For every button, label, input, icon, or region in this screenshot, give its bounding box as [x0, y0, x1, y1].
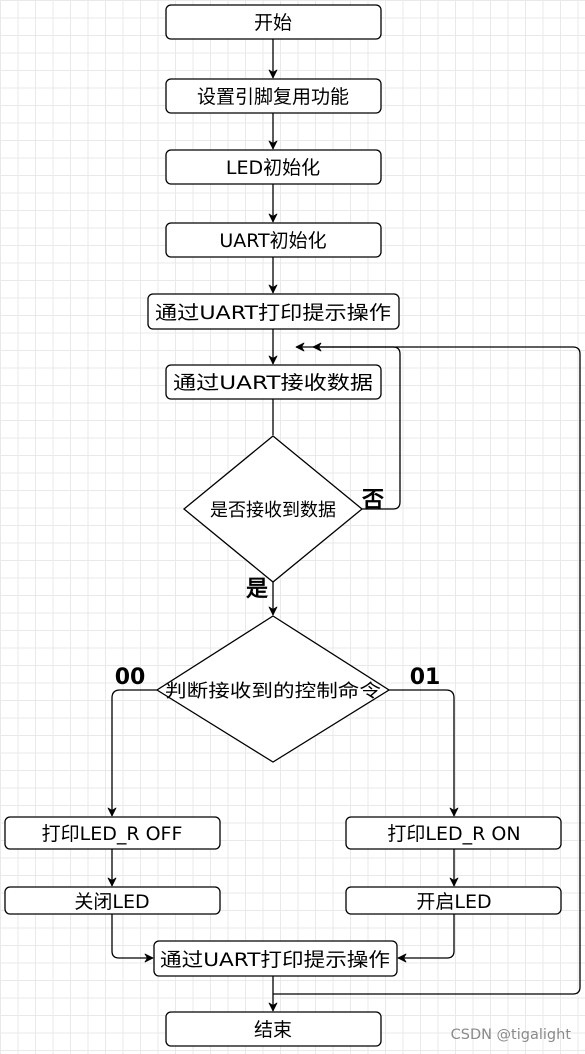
decision-data-received: 是否接收到数据: [182, 435, 364, 583]
node-print-led-on-label: 打印LED_R ON: [387, 823, 520, 845]
node-print-led-off-label: 打印LED_R OFF: [42, 823, 183, 845]
node-led-init: LED初始化: [165, 149, 382, 185]
node-print-led-off: 打印LED_R OFF: [4, 816, 221, 850]
node-led-off: 关闭LED: [4, 886, 221, 915]
edge-return-loop: [273, 342, 581, 995]
node-print-prompt-1: 通过UART打印提示操作: [147, 293, 400, 330]
connectors: [107, 39, 581, 1012]
node-print-prompt-1-label: 通过UART打印提示操作: [155, 302, 391, 324]
label-01: 01: [410, 665, 441, 690]
edge-01-branch: [387, 689, 459, 817]
node-led-init-label: LED初始化: [226, 157, 320, 179]
node-end: 结束: [165, 1011, 382, 1047]
node-uart-init-label: UART初始化: [219, 230, 326, 252]
node-uart-init: UART初始化: [165, 222, 382, 258]
label-00: 00: [115, 665, 146, 690]
label-yes: 是: [246, 577, 268, 602]
decision-control-command: 判断接收到的控制命令: [155, 615, 391, 763]
node-start: 开始: [165, 4, 382, 40]
node-start-label: 开始: [254, 12, 292, 34]
node-led-on: 开启LED: [345, 886, 562, 915]
edge-00-branch: [107, 689, 157, 817]
node-end-label: 结束: [254, 1019, 292, 1041]
node-led-off-label: 关闭LED: [74, 891, 149, 913]
node-print-prompt-2: 通过UART打印提示操作: [153, 940, 398, 977]
node-uart-receive-label: 通过UART接收数据: [173, 372, 373, 394]
decision-control-command-label: 判断接收到的控制命令: [165, 681, 381, 702]
node-print-prompt-2-label: 通过UART打印提示操作: [160, 949, 390, 971]
edge-led-off-to-prompt: [111, 914, 154, 963]
node-print-led-on: 打印LED_R ON: [345, 816, 562, 850]
node-set-pinmux: 设置引脚复用功能: [165, 78, 382, 114]
label-no: 否: [361, 488, 384, 513]
watermark: CSDN @tigalight: [451, 1027, 572, 1043]
node-set-pinmux-label: 设置引脚复用功能: [197, 86, 349, 108]
decision-data-received-label: 是否接收到数据: [210, 500, 336, 521]
edge-led-on-to-prompt: [397, 914, 455, 963]
node-uart-receive: 通过UART接收数据: [165, 364, 382, 400]
node-led-on-label: 开启LED: [416, 891, 491, 913]
